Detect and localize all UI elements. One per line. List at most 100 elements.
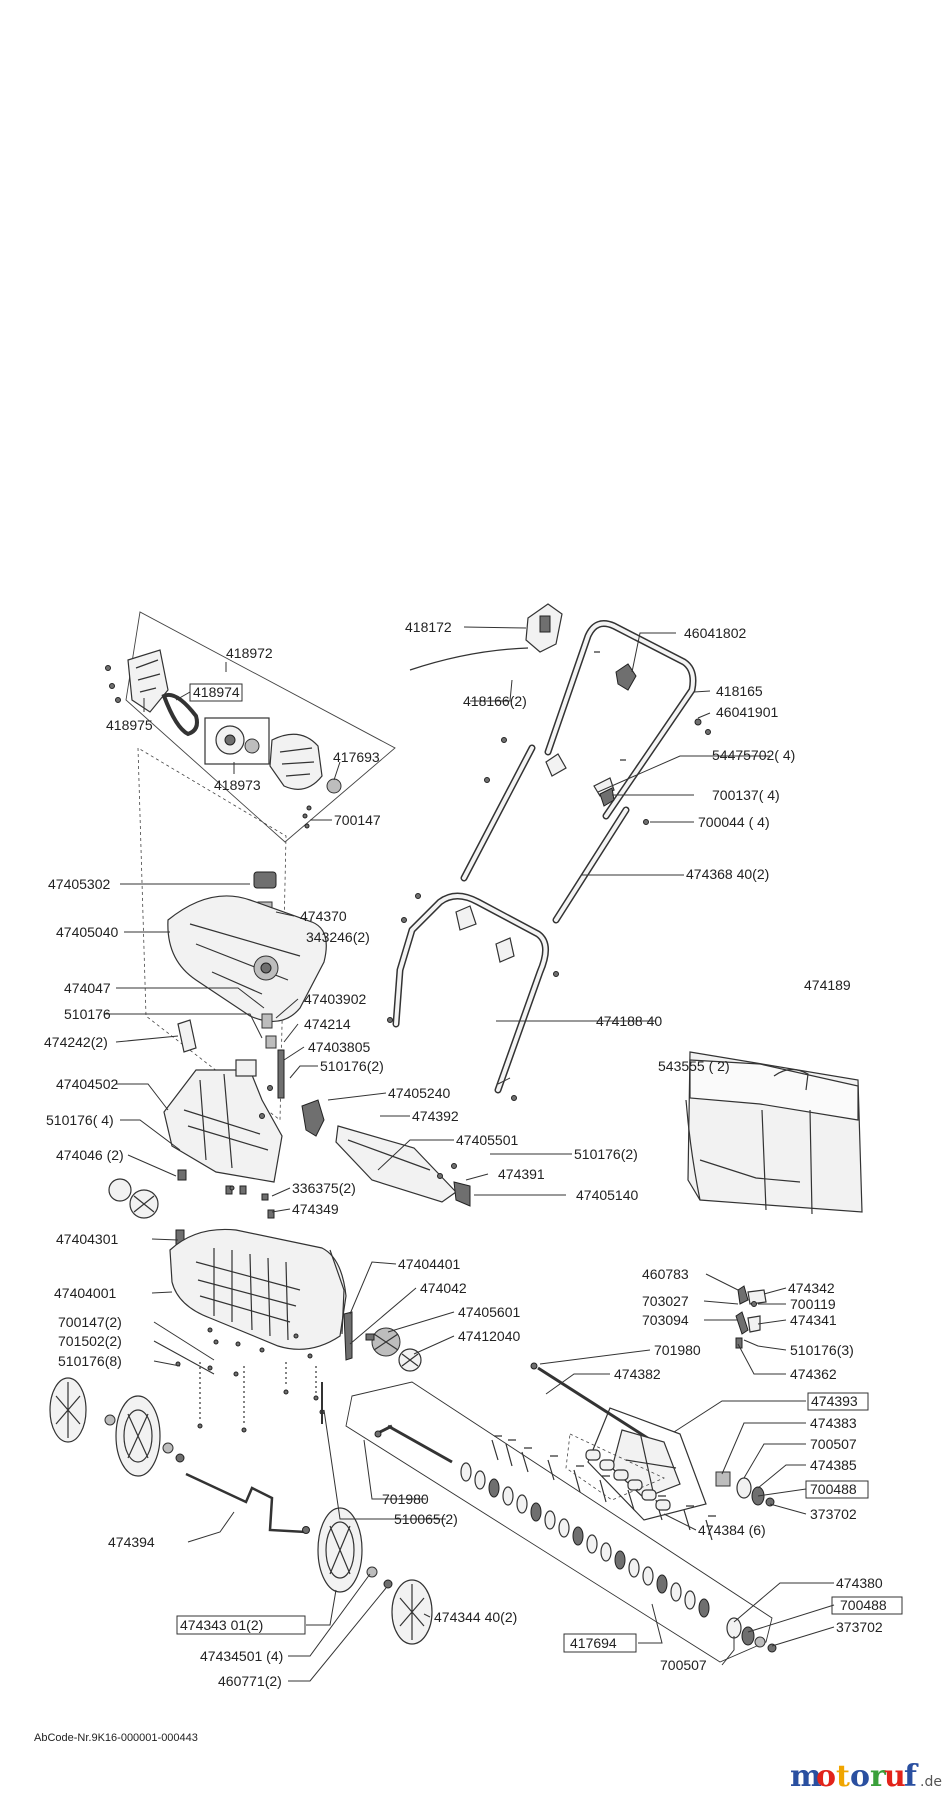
roller-discs bbox=[460, 1462, 710, 1618]
grass-bag-474189 bbox=[685, 1051, 863, 1215]
label-47404301: 47404301 bbox=[56, 1231, 119, 1247]
pulley-box bbox=[204, 717, 270, 765]
label-510176e: 510176(3) bbox=[790, 1342, 854, 1358]
label-47404502: 47404502 bbox=[56, 1076, 119, 1092]
scarifier-group bbox=[345, 1362, 777, 1663]
axle-474394 bbox=[185, 1472, 307, 1534]
label-373702a: 373702 bbox=[810, 1506, 857, 1522]
label-510176c: 510176( 4) bbox=[46, 1112, 114, 1128]
lever-47405240 bbox=[301, 1099, 325, 1137]
label-474392: 474392 bbox=[412, 1108, 459, 1124]
label-510176f: 510176(8) bbox=[58, 1353, 122, 1369]
brand-domain: .de bbox=[920, 1774, 942, 1790]
label-510176d: 510176(2) bbox=[574, 1146, 638, 1162]
label-47405240: 47405240 bbox=[388, 1085, 451, 1101]
brand-letter-o2: o bbox=[850, 1759, 870, 1794]
label-474393: 474393 bbox=[811, 1393, 858, 1409]
label-460771: 460771(2) bbox=[218, 1673, 282, 1689]
cable-clip-46041802 bbox=[615, 663, 637, 691]
brand-letter-r: r bbox=[870, 1759, 887, 1794]
label-418166: 418166(2) bbox=[463, 693, 527, 709]
label-474391: 474391 bbox=[498, 1166, 545, 1182]
label-474342: 474342 bbox=[788, 1280, 835, 1296]
rear-flap-47405501 bbox=[335, 1125, 457, 1203]
label-474370: 474370 bbox=[300, 908, 347, 924]
label-418973: 418973 bbox=[214, 777, 261, 793]
brand-letter-f: f bbox=[904, 1759, 919, 1794]
label-474380: 474380 bbox=[836, 1575, 883, 1591]
bearing-474383 bbox=[715, 1471, 731, 1487]
label-47403902: 47403902 bbox=[304, 991, 367, 1007]
label-700147b: 700147(2) bbox=[58, 1314, 122, 1330]
label-47418840: 474188 40 bbox=[596, 1013, 662, 1029]
top-cover-group bbox=[108, 747, 471, 1259]
label-47405601: 47405601 bbox=[458, 1304, 521, 1320]
motoruf-logo: m o t o r u f .de bbox=[790, 1759, 942, 1794]
label-700507b: 700507 bbox=[660, 1657, 707, 1673]
label-700488a: 700488 bbox=[810, 1481, 857, 1497]
label-700119: 700119 bbox=[790, 1296, 836, 1312]
label-474382: 474382 bbox=[614, 1366, 661, 1382]
label-418974: 418974 bbox=[193, 684, 240, 700]
bracket-47404401 bbox=[343, 1311, 353, 1361]
label-474394: 474394 bbox=[108, 1534, 155, 1550]
bearing-417693 bbox=[326, 778, 342, 794]
label-474046: 474046 (2) bbox=[56, 1147, 124, 1163]
label-474383: 474383 bbox=[810, 1415, 857, 1431]
label-703027: 703027 bbox=[642, 1293, 689, 1309]
label-474047: 474047 bbox=[64, 980, 111, 996]
part-labels: 418172 46041802 418972 418974 418975 418… bbox=[44, 619, 887, 1689]
motor-group bbox=[105, 611, 396, 843]
motor-cover-418975 bbox=[127, 649, 169, 713]
handle-group bbox=[387, 603, 711, 1101]
label-47405040: 47405040 bbox=[56, 924, 119, 940]
label-700147a: 700147 bbox=[334, 812, 381, 828]
label-460783: 460783 bbox=[642, 1266, 689, 1282]
label-336375: 336375(2) bbox=[292, 1180, 356, 1196]
bracket-474242 bbox=[177, 1019, 197, 1053]
label-700507a: 700507 bbox=[810, 1436, 857, 1452]
roller-tines bbox=[491, 1435, 716, 1541]
spacers-474384 bbox=[585, 1449, 671, 1511]
front-wheel-small-a bbox=[108, 1178, 132, 1202]
label-701980a: 701980 bbox=[654, 1342, 701, 1358]
label-474189: 474189 bbox=[804, 977, 851, 993]
brand-letter-u: u bbox=[884, 1759, 906, 1794]
motor-418973 bbox=[269, 733, 323, 790]
label-417694: 417694 bbox=[570, 1635, 617, 1651]
label-474214: 474214 bbox=[304, 1016, 351, 1032]
adjust-parts-group bbox=[735, 1285, 767, 1349]
label-474385: 474385 bbox=[810, 1457, 857, 1473]
label-510176a: 510176 bbox=[64, 1006, 111, 1022]
cover-47405040 bbox=[167, 895, 327, 1023]
label-46041901: 46041901 bbox=[716, 704, 779, 720]
leader-lines bbox=[104, 626, 835, 1682]
label-343246: 343246(2) bbox=[306, 929, 370, 945]
brand-letter-o1: o bbox=[816, 1759, 836, 1794]
label-373702b: 373702 bbox=[836, 1619, 883, 1635]
deck-bolts bbox=[175, 1327, 325, 1433]
rod-47403805 bbox=[277, 1049, 285, 1099]
chassis-47404502 bbox=[163, 1069, 283, 1183]
label-47405140: 47405140 bbox=[576, 1187, 639, 1203]
label-510065: 510065(2) bbox=[394, 1511, 458, 1527]
brand-letter-m: m bbox=[790, 1759, 822, 1794]
brand-letter-t: t bbox=[836, 1759, 850, 1794]
label-47403805: 47403805 bbox=[308, 1039, 371, 1055]
label-418165: 418165 bbox=[716, 683, 763, 699]
label-474362: 474362 bbox=[790, 1366, 837, 1382]
label-47436840: 474368 40(2) bbox=[686, 866, 769, 882]
label-417693: 417693 bbox=[333, 749, 380, 765]
label-700488b: 700488 bbox=[840, 1597, 887, 1613]
label-543555: 543555 ( 2) bbox=[658, 1058, 730, 1074]
label-47434501: 47434501 (4) bbox=[200, 1648, 283, 1664]
label-47405501: 47405501 bbox=[456, 1132, 519, 1148]
label-418172: 418172 bbox=[405, 619, 452, 635]
bracket-47405140 bbox=[453, 1181, 471, 1207]
washer-700507 bbox=[726, 1617, 742, 1639]
abcode-text: AbCode-Nr.9K16-000001-000443 bbox=[34, 1732, 198, 1744]
label-47434440: 474344 40(2) bbox=[434, 1609, 517, 1625]
deck-group bbox=[169, 1228, 422, 1433]
knob-47405302 bbox=[253, 871, 277, 889]
